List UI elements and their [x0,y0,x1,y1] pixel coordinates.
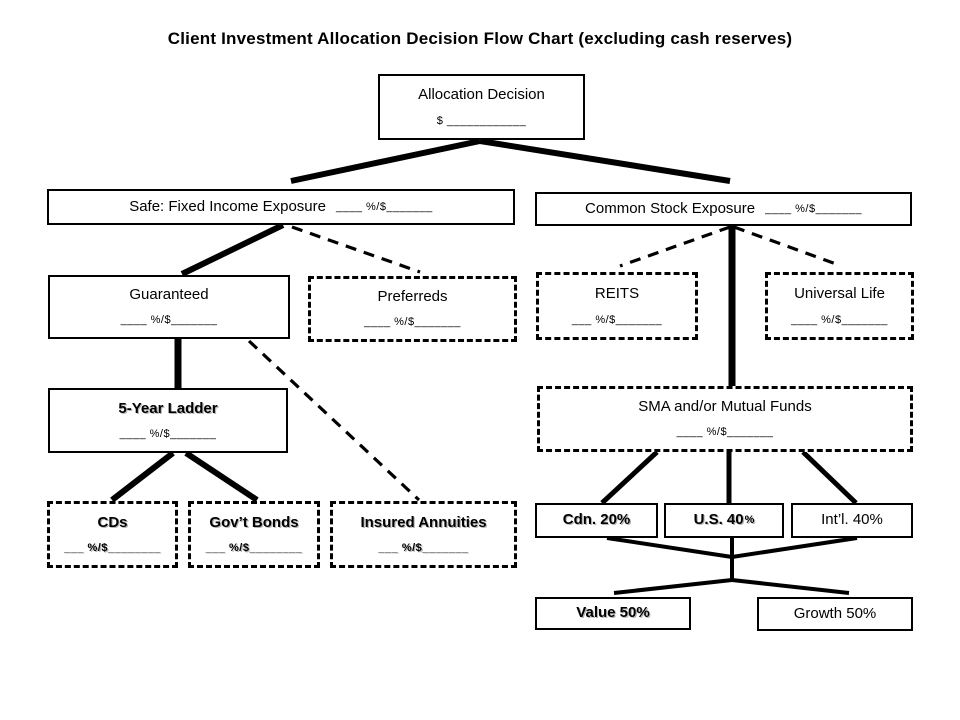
connector-ladder-cds [110,450,175,503]
node-label: Value 50% [576,604,650,622]
fill-in-blank: ___ %/$________ [64,542,161,555]
node-label: Gov’t Bonds [209,513,299,531]
node-cdn-20: Cdn. 20% [535,503,658,538]
connector-ladder-govt-bonds [184,450,259,503]
connector-intl-junction [731,536,858,559]
node-allocation-decision: Allocation Decision $ ____________ [378,74,585,140]
node-guaranteed: Guaranteed ____ %/$_______ [48,275,290,339]
node-label: Common Stock Exposure [585,199,756,217]
node-growth-50: Growth 50% [757,597,913,631]
connector-junction-value [613,578,733,595]
fill-in-blank: ____ %/$_______ [120,314,218,327]
node-preferreds: Preferreds ____ %/$_______ [308,276,517,342]
connector-common-universal-life [733,225,840,267]
connector-allocation-common [479,138,731,184]
fill-in-blank: ____ %/$_______ [791,313,888,326]
connector-sma-cdn [600,450,659,505]
node-label: Growth 50% [793,604,877,622]
node-intl-40: Int’l. 40% [791,503,913,538]
node-reits: REITS ___ %/$_______ [536,272,698,340]
connector-safe-guaranteed [180,222,285,277]
node-label: 5-Year Ladder [118,399,218,417]
connector-safe-preferreds [291,225,421,274]
connector-allocation-safe [290,138,481,184]
node-cds: CDs ___ %/$________ [47,501,178,568]
node-label: Insured Annuities [360,513,487,531]
connector-junction-growth [731,578,850,595]
node-label: REITS [594,285,640,303]
node-label: Allocation Decision [418,86,545,104]
connector-sma-intl [801,450,858,505]
fill-in-blank: ____ %/$_______ [676,426,774,439]
fill-in-blank: ____ %/$_______ [364,316,461,329]
node-label: Preferreds [377,288,448,306]
node-label: Cdn. 20% [562,511,631,529]
fill-in-blank: $ ____________ [436,114,527,127]
fill-in-blank: ___ %/$_______ [571,313,663,326]
node-sma-mutual-funds: SMA and/or Mutual Funds ____ %/$_______ [537,386,913,452]
node-govt-bonds: Gov’t Bonds ___ %/$________ [188,501,320,568]
node-label: CDs [97,513,128,531]
node-safe-fixed-income: Safe: Fixed Income Exposure ____ %/$____… [47,189,515,225]
node-label: SMA and/or Mutual Funds [638,398,812,416]
node-five-year-ladder: 5-Year Ladder ____ %/$_______ [48,388,288,453]
fill-in-blank: ___ %/$_______ [378,542,469,555]
page-title: Client Investment Allocation Decision Fl… [167,29,793,48]
node-us-40: U.S. 40 % [664,503,784,538]
node-label-percent: % [744,514,755,527]
node-universal-life: Universal Life ____ %/$_______ [765,272,914,340]
fill-in-blank: ____ %/$_______ [335,200,433,213]
node-label: Int’l. 40% [821,511,883,529]
node-label: Safe: Fixed Income Exposure [129,197,326,215]
fill-in-blank: ____ %/$_______ [119,428,217,441]
node-insured-annuities: Insured Annuities ___ %/$_______ [330,501,517,568]
node-value-50: Value 50% [535,597,691,630]
fill-in-blank: ___ %/$________ [205,542,303,555]
node-label: U.S. 40 [693,511,744,529]
node-label: Guaranteed [129,286,209,304]
node-label: Universal Life [794,285,885,303]
connector-cdn-junction [606,536,733,559]
fill-in-blank: ____ %/$_______ [765,202,862,215]
node-common-stock-exposure: Common Stock Exposure ____ %/$_______ [535,192,912,226]
connector-common-reits [619,225,731,268]
connector-guaranteed-insured-annuities [247,339,421,502]
